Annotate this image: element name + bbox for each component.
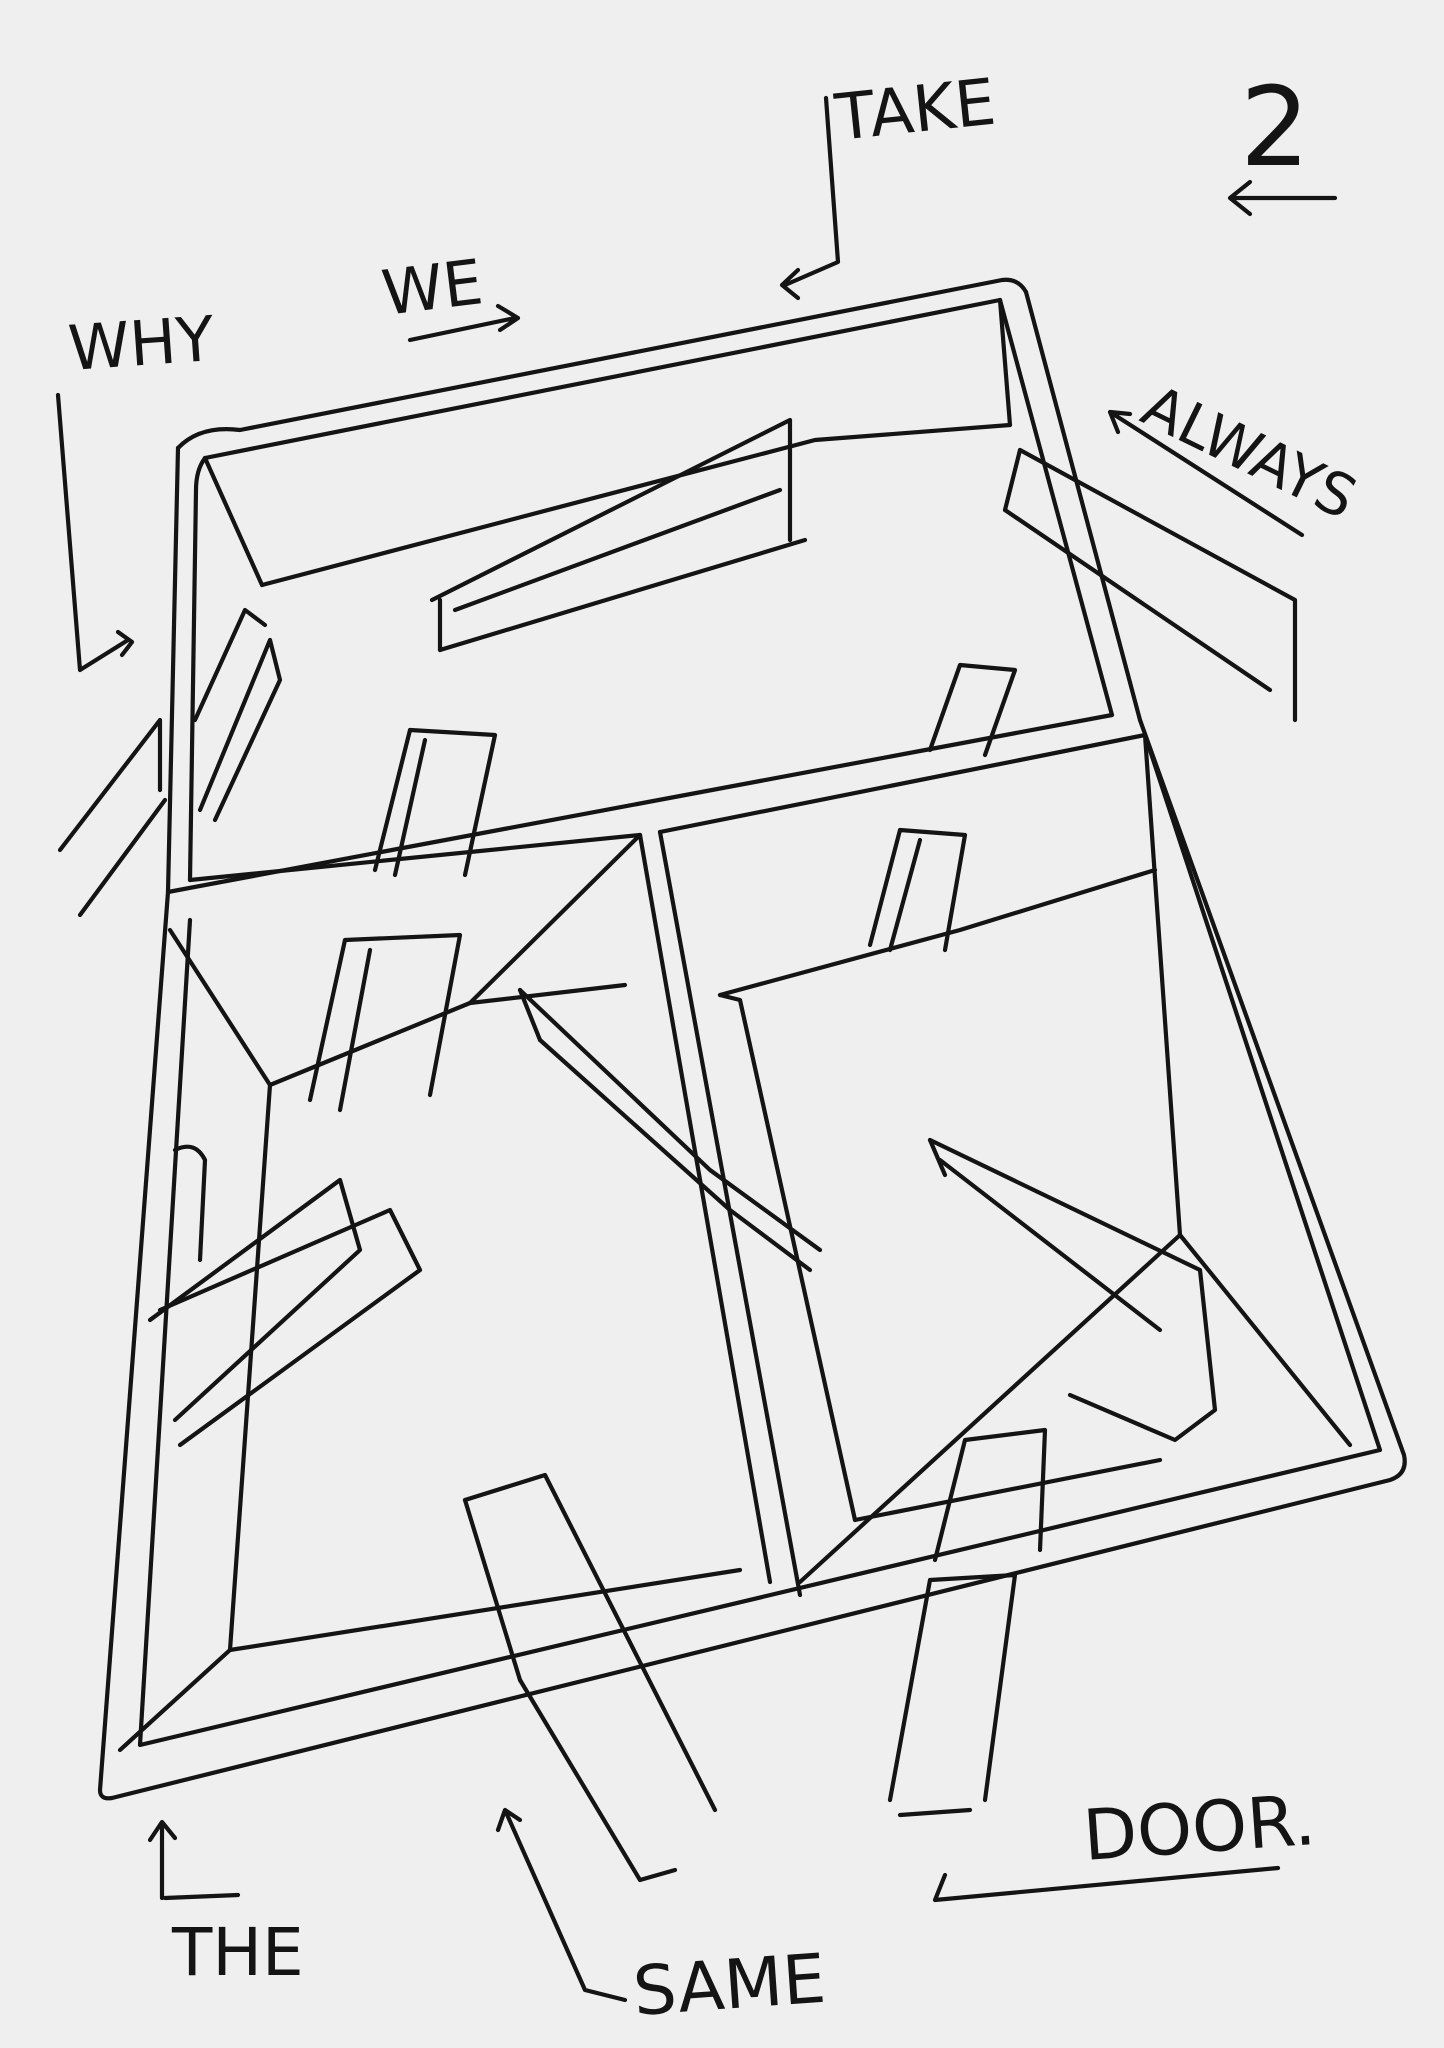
word-we: WE <box>378 245 487 330</box>
word-take: TAKE <box>831 66 999 156</box>
arrow-icon <box>407 303 521 343</box>
escalator-icon <box>372 727 498 878</box>
word-door: DOOR. <box>1080 1779 1318 1877</box>
arrow-icon <box>779 95 841 301</box>
escalator-icon <box>192 607 283 823</box>
escalator-icon <box>927 662 1018 758</box>
escalator-icon <box>887 1427 1048 1818</box>
escalator-icon <box>927 1137 1218 1443</box>
arrow-icon <box>495 1807 628 2003</box>
arrow-icon <box>147 1819 241 1901</box>
escalator-icon <box>462 1472 718 1883</box>
escalator-icon <box>147 1144 423 1448</box>
arrow-icon <box>1107 409 1305 538</box>
word-same: SAME <box>631 1940 829 2032</box>
escalator-icon <box>517 987 823 1273</box>
arrow-icon <box>932 1865 1281 1903</box>
escalator-icon <box>867 827 968 953</box>
arrow-icon <box>1227 179 1338 217</box>
escalator-icon <box>429 417 808 653</box>
escalator-icon <box>1002 447 1298 723</box>
arrow-icon <box>55 392 135 673</box>
escalator-icon <box>307 932 463 1113</box>
word-always: ALWAYS <box>1132 371 1367 532</box>
word-the: THE <box>171 1914 304 1991</box>
word-why: WHY <box>66 302 217 385</box>
escalator-icon <box>57 717 168 918</box>
page-number: 2 <box>1240 63 1310 191</box>
building-outline <box>97 277 1407 1801</box>
